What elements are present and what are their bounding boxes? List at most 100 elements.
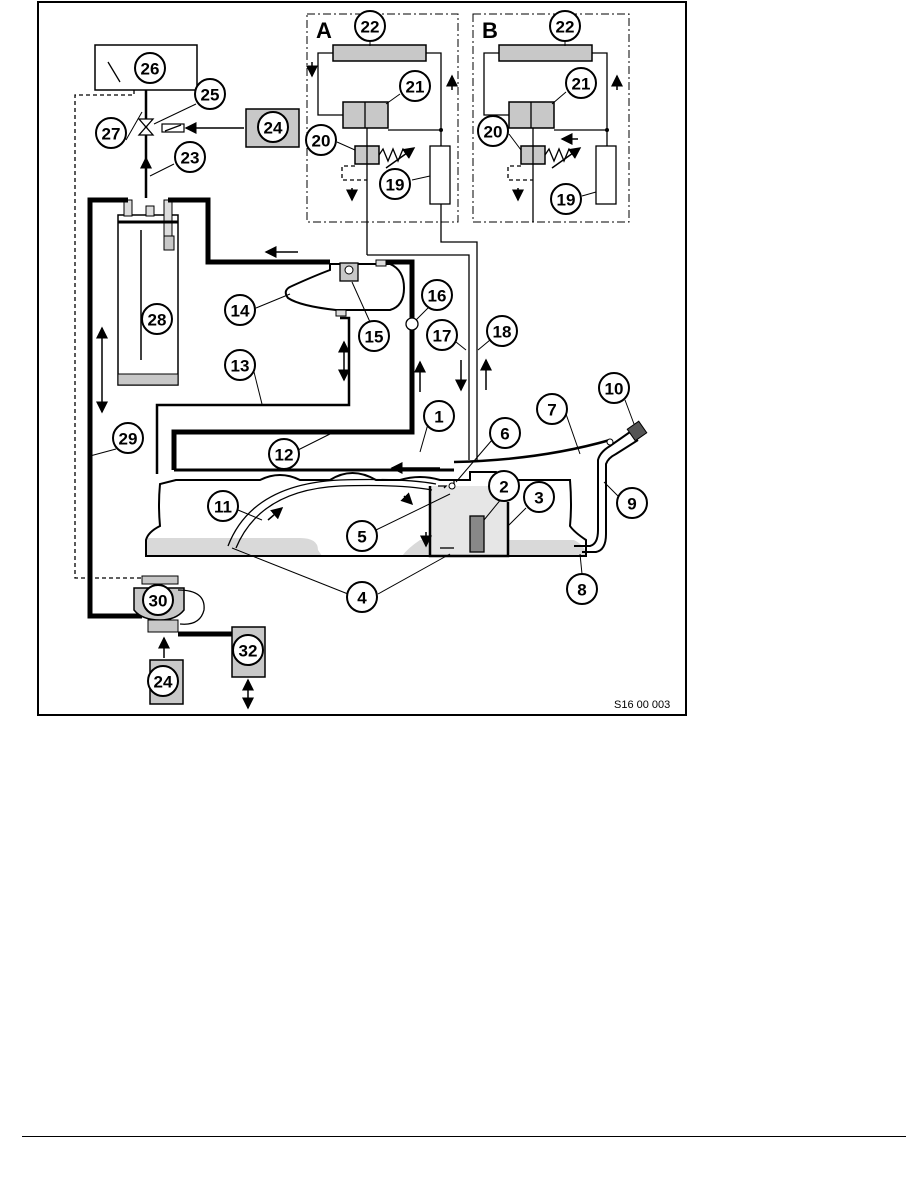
callout-number: 3 [534, 489, 543, 508]
callout-number: 26 [141, 60, 160, 79]
callout-c17: 17 [426, 319, 458, 351]
callout-circle [486, 315, 518, 347]
callout-c27: 27 [95, 117, 127, 149]
line-17 [367, 254, 470, 460]
panel-b-components [483, 44, 623, 222]
callout-number: 23 [181, 149, 200, 168]
callout-circle [346, 581, 378, 613]
callout-c8: 8 [566, 573, 598, 605]
callout-circle [232, 634, 264, 666]
callout-circle [112, 422, 144, 454]
callout-number: 22 [556, 18, 575, 37]
tank-14 [264, 246, 406, 317]
callout-number: 24 [154, 673, 173, 692]
line-to-14 [168, 197, 330, 265]
callout-circle [224, 349, 256, 381]
callout-c14: 14 [224, 294, 256, 326]
callout-number: 21 [572, 75, 591, 94]
callout-circle [174, 141, 206, 173]
callout-circle [346, 520, 378, 552]
component-22-a [332, 44, 427, 62]
callout-c6: 6 [489, 417, 521, 449]
panel-b-letter: B [482, 18, 498, 43]
callout-c19a: 19 [379, 168, 411, 200]
callout-c22a: 22 [354, 10, 386, 42]
callout-c22b: 22 [549, 10, 581, 42]
callout-number: 28 [148, 311, 167, 330]
callout-c21a: 21 [399, 70, 431, 102]
line-12 [171, 259, 415, 470]
callout-circle [421, 279, 453, 311]
panel-a-box [306, 13, 459, 223]
jet-pump-line-11 [235, 484, 433, 549]
damper-19-a [429, 145, 451, 205]
callout-c5: 5 [346, 520, 378, 552]
callout-number: 14 [231, 302, 250, 321]
callout-c30: 30 [142, 584, 174, 616]
callout-c16: 16 [421, 279, 453, 311]
callout-number: 32 [239, 642, 258, 661]
footer-rule [22, 1136, 906, 1137]
callout-circle [477, 115, 509, 147]
callout-circle [550, 183, 582, 215]
callout-c10: 10 [598, 372, 630, 404]
callout-c21b: 21 [565, 67, 597, 99]
callout-number: 19 [386, 176, 405, 195]
callout-number: 8 [577, 581, 586, 600]
callout-circle [536, 393, 568, 425]
callout-c11: 11 [207, 490, 239, 522]
callout-number: 12 [275, 446, 294, 465]
callout-number: 19 [557, 191, 576, 210]
callout-circle [549, 10, 581, 42]
callout-c3: 3 [523, 481, 555, 513]
callout-number: 2 [499, 478, 508, 497]
canister-28 [117, 199, 179, 386]
callout-circle [207, 490, 239, 522]
callout-number: 16 [428, 287, 447, 306]
callout-circle [134, 52, 166, 84]
callout-c32: 32 [232, 634, 264, 666]
callout-circle [399, 70, 431, 102]
callout-number: 11 [214, 498, 232, 517]
callout-circle [257, 111, 289, 143]
callout-number: 27 [102, 125, 121, 144]
callout-circle [523, 481, 555, 513]
callout-number: 7 [547, 401, 556, 420]
callout-number: 10 [605, 380, 624, 399]
callout-circle [194, 78, 226, 110]
callout-number: 29 [119, 430, 138, 449]
callout-circle [358, 320, 390, 352]
callout-circle [598, 372, 630, 404]
callout-c19b: 19 [550, 183, 582, 215]
callout-circle [305, 124, 337, 156]
callout-c26: 26 [134, 52, 166, 84]
callout-c28: 28 [141, 303, 173, 335]
callout-number: 30 [149, 592, 168, 611]
callout-number: 13 [231, 357, 250, 376]
callout-number: 25 [201, 86, 220, 105]
callout-number: 4 [357, 589, 367, 608]
panel-b-box [472, 13, 630, 223]
callout-c24b: 24 [147, 665, 179, 697]
callout-number: 15 [365, 328, 384, 347]
callout-c18: 18 [486, 315, 518, 347]
callout-circle [489, 417, 521, 449]
callout-number: 21 [406, 78, 425, 97]
callout-circle [616, 487, 648, 519]
callout-number: 22 [361, 18, 380, 37]
line-18 [440, 204, 478, 460]
callout-c13: 13 [224, 349, 256, 381]
callout-number: 18 [493, 323, 512, 342]
callout-circle [95, 117, 127, 149]
callout-circle [565, 67, 597, 99]
check-valve-16 [405, 317, 419, 331]
callout-c15: 15 [358, 320, 390, 352]
leader-lines [89, 42, 635, 595]
line-13 [155, 316, 351, 474]
callout-c25: 25 [194, 78, 226, 110]
callout-circle [354, 10, 386, 42]
callout-c12: 12 [268, 438, 300, 470]
panel-a-letter: A [316, 18, 332, 43]
callout-circle [147, 665, 179, 697]
